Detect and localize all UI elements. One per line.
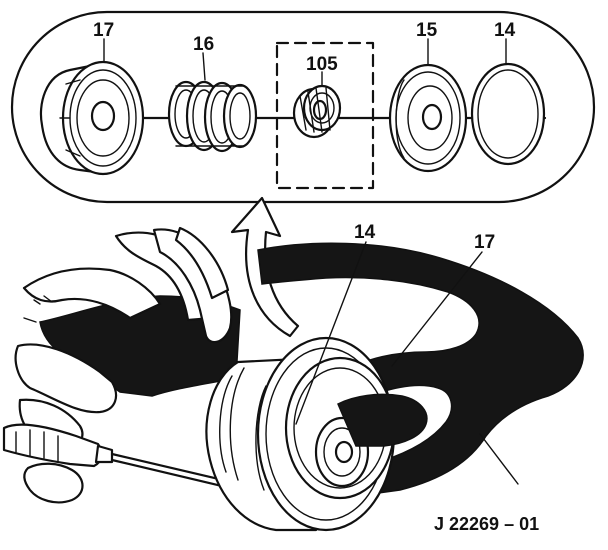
callout-seal-ring-assembly: 14 — [354, 222, 376, 243]
dashed-highlight-box — [275, 41, 375, 190]
exploded-view-frame — [10, 10, 596, 204]
piston-part — [39, 60, 145, 176]
installation-view: 14 17 J 22269 – 01 — [2, 196, 584, 534]
callout-seal-ring-top: 14 — [494, 20, 516, 41]
callout-piston-assembly: 17 — [474, 232, 495, 253]
callout-housing-top: 15 — [416, 20, 438, 41]
spring-part — [167, 80, 258, 153]
callout-spring-top: 16 — [193, 34, 214, 55]
callout-piston-top: 17 — [93, 20, 114, 41]
tool-front-arm — [337, 393, 428, 447]
exploded-view: 17 16 105 15 14 — [10, 10, 596, 204]
seal-ring-part — [470, 62, 546, 166]
housing-part — [388, 63, 468, 173]
callout-inner-part-top: 105 — [306, 54, 338, 75]
figure-id: J 22269 – 01 — [434, 514, 539, 534]
inner-threaded-part — [292, 84, 342, 139]
